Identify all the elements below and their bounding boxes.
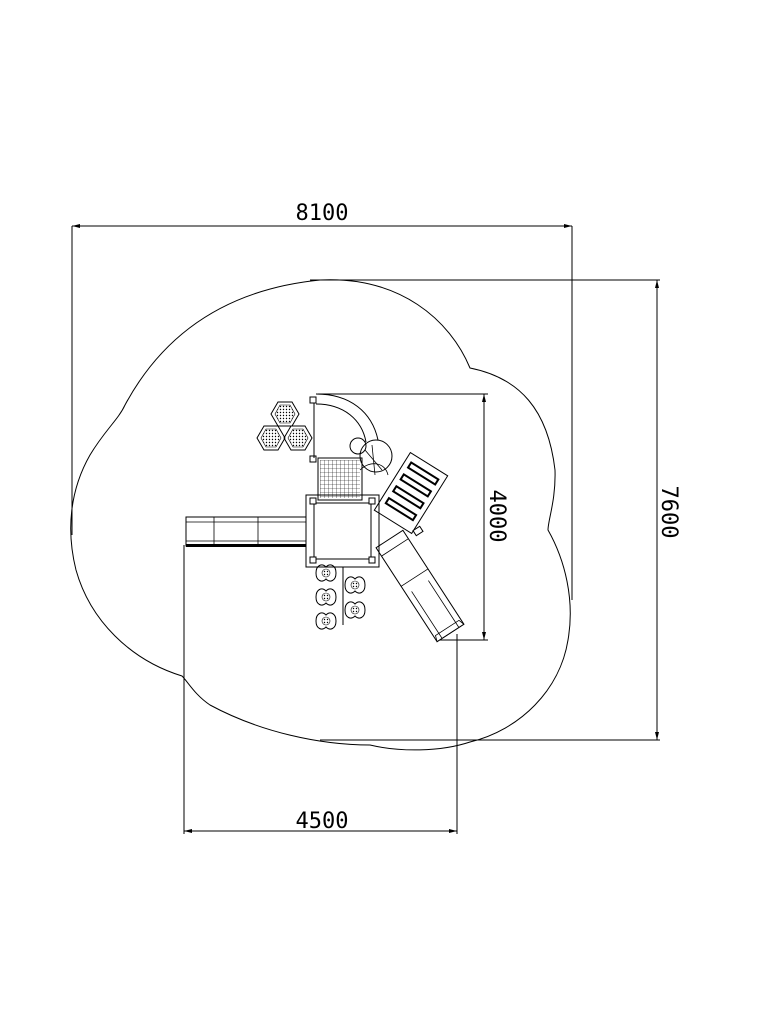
dimension-label-width: 8100 — [296, 201, 349, 226]
angled-ladder — [373, 451, 449, 535]
slide-connector — [412, 525, 424, 537]
central-tower — [305, 494, 380, 568]
spiral-element — [349, 437, 393, 476]
dimension-overall-width: 8100 — [71, 201, 573, 600]
dimension-label-base-width: 4500 — [296, 809, 349, 834]
dimension-overall-depth: 7600 — [310, 279, 681, 741]
dimension-label-inner-depth: 4000 — [484, 490, 509, 543]
stepping-pods — [315, 564, 366, 630]
dimension-inner-depth: 4000 — [318, 393, 509, 641]
straight-slide-left — [185, 516, 307, 547]
dimension-label-depth: 7600 — [656, 486, 681, 539]
safety-zone-outline — [70, 279, 571, 751]
curved-rail — [309, 393, 379, 458]
angled-tube-slide — [375, 529, 465, 643]
climbing-net — [309, 455, 363, 501]
hexagon-climbers — [256, 401, 313, 451]
dimension-base-width: 4500 — [183, 545, 458, 834]
